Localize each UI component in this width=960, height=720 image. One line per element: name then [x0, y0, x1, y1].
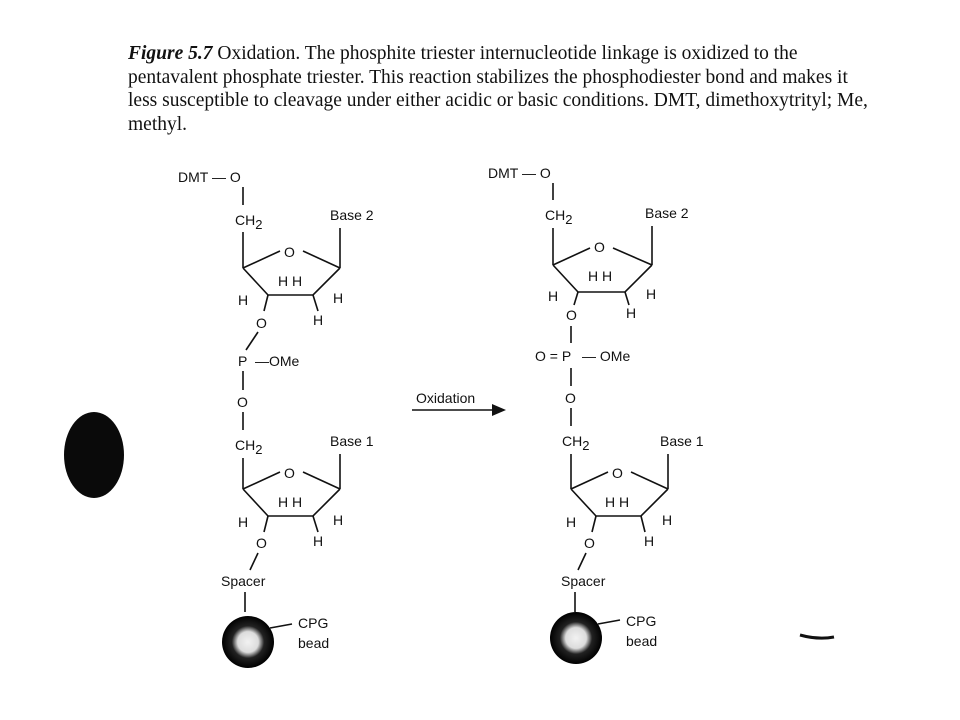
ome-label: — OMe [582, 348, 630, 364]
ring-oxygen: O [284, 465, 295, 481]
linker-oxygen: O [256, 535, 267, 551]
h-label: H [646, 286, 656, 302]
base1-label: Base 1 [660, 433, 704, 449]
bead-label: bead [626, 633, 657, 649]
figure-label: Figure 5.7 [128, 43, 213, 64]
stray-mark [799, 633, 835, 640]
h-label: H [313, 312, 323, 328]
figure-caption: Figure 5.7 Oxidation. The phosphite trie… [128, 42, 873, 136]
ring-oxygen: O [612, 465, 623, 481]
h-label: H [238, 292, 248, 308]
hh-label: H H [605, 494, 629, 510]
base1-label: Base 1 [330, 433, 374, 449]
h-label: H [662, 512, 672, 528]
linker-oxygen: O [237, 394, 248, 410]
linker-oxygen: O [584, 535, 595, 551]
ink-blot [64, 412, 124, 498]
ch2-label: CH2 [235, 212, 262, 232]
ch2-label: CH2 [545, 207, 572, 227]
linker-oxygen: O [566, 307, 577, 323]
bead-label: bead [298, 635, 329, 651]
ch2-label: CH2 [562, 433, 589, 453]
h-label: H [238, 514, 248, 530]
h-label: H [644, 533, 654, 549]
phosphorus: O = P [535, 348, 571, 364]
h-label: H [333, 512, 343, 528]
reaction-arrow: Oxidation [412, 390, 506, 416]
h-label: H [548, 288, 558, 304]
phosphorus: P [238, 353, 247, 369]
dmt-o-label: DMT — O [178, 169, 241, 185]
h-label: H [566, 514, 576, 530]
hh-label: H H [278, 273, 302, 289]
oxidation-label: Oxidation [416, 390, 475, 406]
right-structure: DMT — O CH2 Base 2 O H H H H H O O = P —… [488, 165, 704, 664]
caption-text: Oxidation. The phosphite triester intern… [128, 43, 868, 135]
dmt-o-label: DMT — O [488, 165, 551, 181]
left-structure: DMT — O CH2 Base 2 O H H H H H O P —OMe … [178, 169, 374, 668]
h-label: H [626, 305, 636, 321]
linker-oxygen: O [565, 390, 576, 406]
h-label: H [313, 533, 323, 549]
ring-oxygen: O [284, 244, 295, 260]
spacer-label: Spacer [221, 573, 266, 589]
cpg-bead [222, 616, 274, 668]
cpg-label: CPG [626, 613, 656, 629]
cpg-label: CPG [298, 615, 328, 631]
cpg-bead [550, 612, 602, 664]
base2-label: Base 2 [330, 207, 374, 223]
hh-label: H H [588, 268, 612, 284]
linker-oxygen: O [256, 315, 267, 331]
arrow-head [492, 404, 506, 416]
ring-oxygen: O [594, 239, 605, 255]
h-label: H [333, 290, 343, 306]
ch2-label: CH2 [235, 437, 262, 457]
hh-label: H H [278, 494, 302, 510]
base2-label: Base 2 [645, 205, 689, 221]
ome-label: —OMe [255, 353, 300, 369]
spacer-label: Spacer [561, 573, 606, 589]
